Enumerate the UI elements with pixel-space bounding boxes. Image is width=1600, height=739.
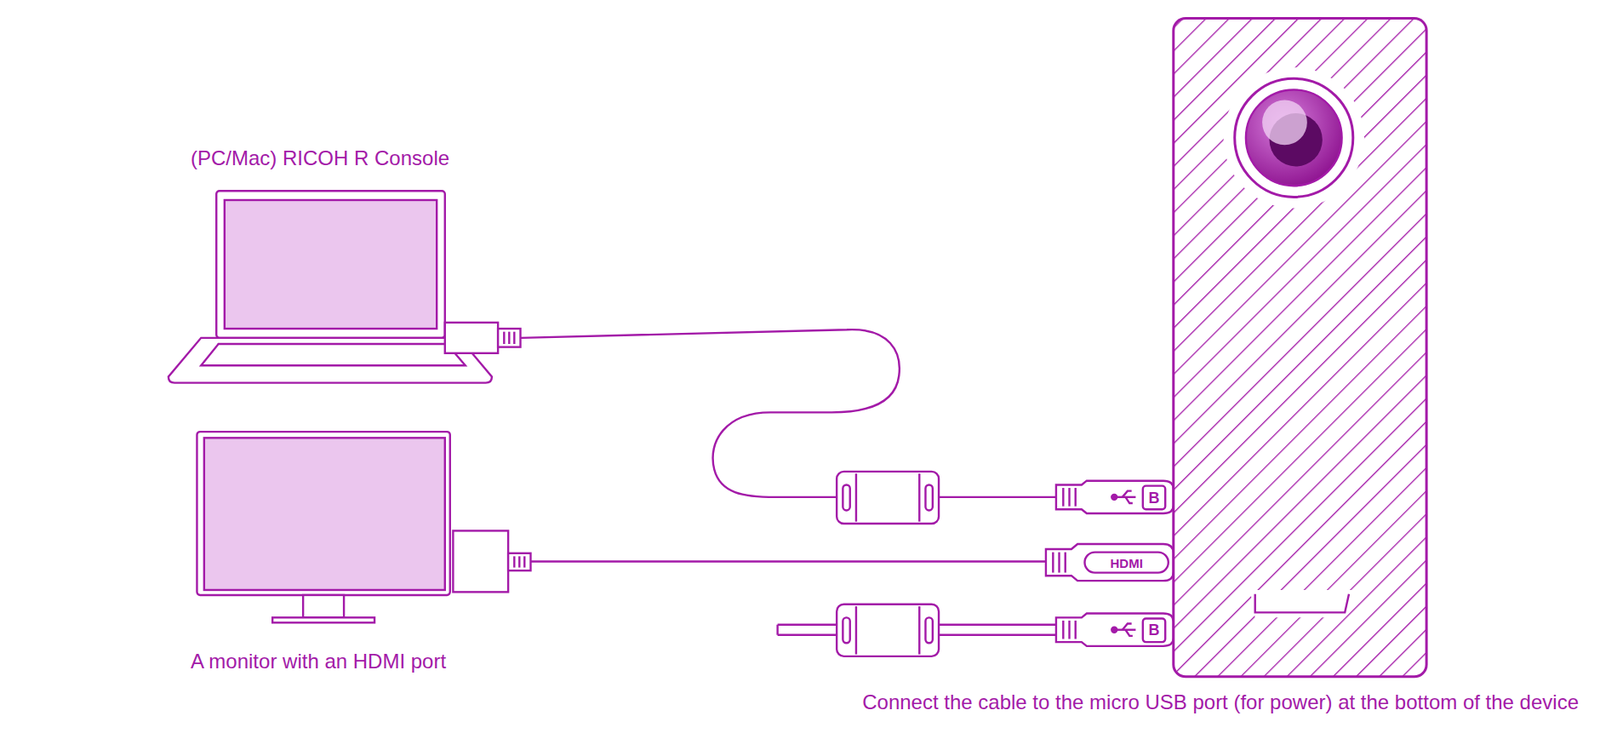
- micro-usb-plug: [1125, 629, 1132, 636]
- device-caption: A monitor with an HDMI port: [190, 649, 446, 674]
- device-caption: Connect the cable to the micro USB port …: [862, 690, 1579, 715]
- laptop-illustration: [224, 200, 437, 329]
- micro-usb-plug: [1062, 620, 1064, 640]
- micro-usb-plug: [1122, 491, 1132, 498]
- camera-body: [1173, 18, 1427, 677]
- ferrite-core: [836, 471, 939, 524]
- micro-usb-plug: [1056, 613, 1174, 646]
- usb-b-marking: B: [1148, 622, 1160, 638]
- hdmi-logo-text: HDMI: [1110, 556, 1143, 570]
- micro-usb-plug: [1068, 620, 1070, 640]
- usb-a-plug: [497, 328, 520, 348]
- micro-usb-plug: [1142, 485, 1166, 510]
- ferrite-core: [925, 617, 932, 643]
- ferrite-core: [836, 471, 939, 524]
- hdmi-port-plug: [508, 553, 531, 571]
- ferrite-core: [918, 473, 920, 521]
- ferrite-core: [836, 604, 939, 657]
- micro-usb-plug: [1111, 627, 1117, 633]
- ferrite-core: [855, 605, 858, 654]
- monitor-illustration: [272, 617, 375, 623]
- monitor-illustration: [204, 437, 446, 590]
- ferrite-core: [925, 484, 932, 510]
- monitor-illustration: [302, 594, 344, 618]
- ferrite-core: [842, 484, 850, 510]
- laptop-illustration: [216, 190, 446, 338]
- micro-usb-plug: [1111, 494, 1117, 500]
- usb-a-plug: [502, 331, 505, 344]
- hdmi-port-plug: [452, 530, 531, 592]
- micro-usb-plug: [1122, 623, 1132, 630]
- device-caption: (PC/Mac) RICOH R Console: [190, 146, 450, 171]
- usb-b-marking: B: [1148, 490, 1160, 506]
- usb-a-plug: [445, 322, 498, 354]
- usb-a-plug: [508, 331, 510, 344]
- micro-usb-plug: [1056, 480, 1174, 514]
- micro-usb-plug: [1062, 487, 1064, 507]
- hdmi-plug: [1051, 552, 1054, 573]
- usb-a-plug: [513, 331, 515, 344]
- micro-usb-plug: [1142, 618, 1166, 643]
- laptop-illustration: [200, 343, 466, 366]
- hdmi-plug: [1084, 552, 1168, 573]
- laptop-illustration: [168, 190, 492, 383]
- camera-node: Connect the cable to the micro USB port …: [1173, 18, 1428, 678]
- camera-body: [1255, 594, 1349, 613]
- laptop-illustration: [168, 337, 492, 383]
- power-cable: [776, 624, 778, 635]
- hdmi-plug: [1045, 543, 1174, 581]
- monitor-illustration: [196, 431, 450, 595]
- hdmi-plug: [1064, 552, 1067, 573]
- usb-a-plug: [445, 322, 521, 354]
- hdmi-port-plug: [513, 555, 515, 567]
- laptop-node: (PC/Mac) RICOH R Console: [168, 144, 521, 385]
- monitor-node: A monitor with an HDMI port: [190, 431, 532, 677]
- ferrite-core: [918, 605, 920, 654]
- camera-lens: [1262, 99, 1308, 145]
- ferrite-core: [842, 617, 850, 643]
- camera-body: [1173, 18, 1427, 677]
- hdmi-port-plug: [523, 555, 526, 567]
- hdmi-plug: [1057, 552, 1060, 573]
- ferrite-core: [836, 604, 939, 657]
- hdmi-port-plug: [518, 555, 520, 567]
- camera-lens: [1234, 78, 1354, 197]
- camera-lens: [1245, 90, 1343, 187]
- micro-usb-plug: [1074, 487, 1077, 507]
- hdmi-plug: [1045, 543, 1174, 581]
- ferrite-core: [855, 473, 858, 521]
- monitor-illustration: [196, 431, 450, 623]
- micro-usb-plug: [1056, 613, 1174, 646]
- camera-lens: [1234, 78, 1354, 197]
- hdmi-port-plug: [452, 530, 509, 592]
- micro-usb-plug: [1074, 620, 1077, 640]
- micro-usb-plug: [1125, 497, 1132, 503]
- micro-usb-plug: [1056, 480, 1174, 514]
- micro-usb-plug: [1068, 487, 1070, 507]
- camera-body: [1173, 18, 1427, 677]
